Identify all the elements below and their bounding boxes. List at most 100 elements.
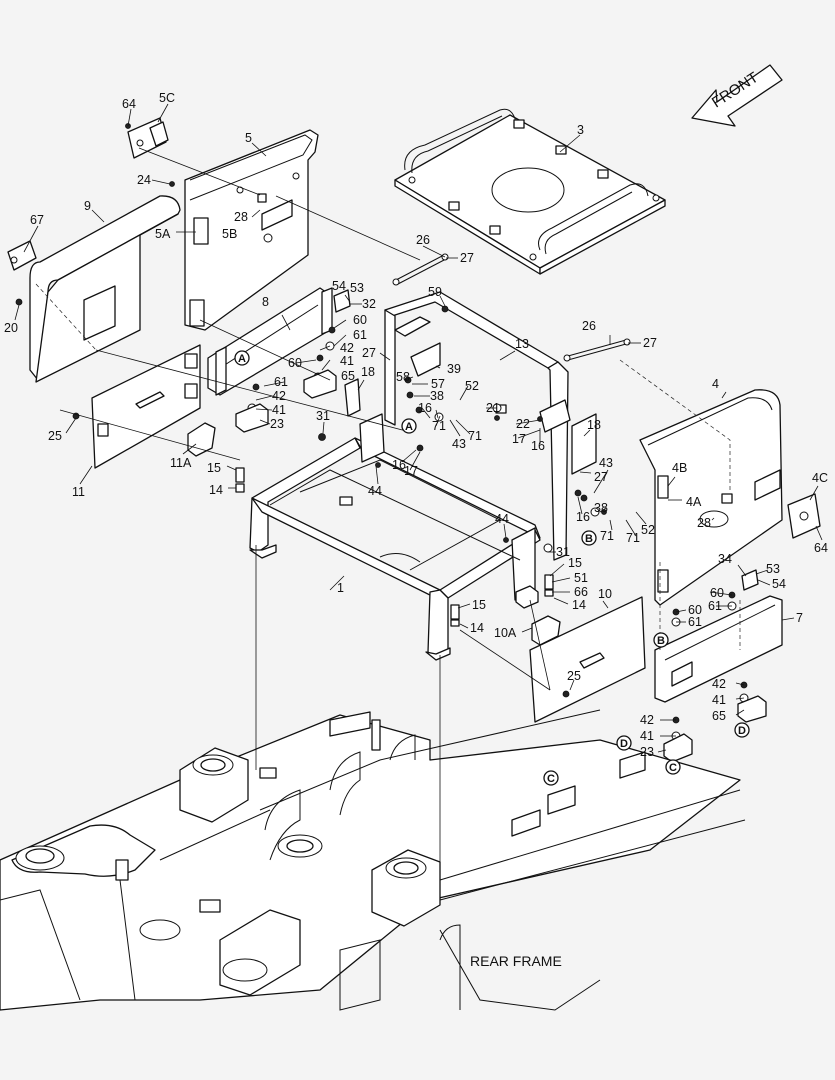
callout-label: 51 [574,571,588,585]
callout-label: 44 [368,484,382,498]
side-panel-5 [184,129,319,331]
callout-label: 5 [245,131,252,145]
callout-label: 71 [600,529,614,543]
panel-11 [91,344,201,469]
callout-label: 9 [84,199,91,213]
svg-text:C: C [669,762,677,774]
callout-label: 67 [30,213,44,227]
callout-label: 43 [452,437,466,451]
svg-text:A: A [405,421,413,433]
callout-label: 34 [718,552,732,566]
callout-label: 11A [170,456,192,470]
callout-label: 16 [576,510,590,524]
callout-label: 7 [796,611,803,625]
callout-label: 14 [209,483,223,497]
callout-label: 17 [512,432,526,446]
callout-label: 41 [640,729,654,743]
callout-label: 16 [531,439,545,453]
callout-label: 28 [697,516,711,530]
callout-label: 13 [515,337,529,351]
callout-label: 64 [814,541,828,555]
callout-label: 31 [316,409,330,423]
rear-frame [0,709,746,1011]
callout-label: 27 [362,346,376,360]
callout-label: 18 [361,365,375,379]
callout-label: 71 [468,429,482,443]
fasteners [15,181,767,763]
callout-label: 64 [122,97,136,111]
callout-label: 60 [710,586,724,600]
callout-label: 41 [712,693,726,707]
callout-label: 54 [332,279,346,293]
svg-text:B: B [585,533,593,545]
callout-label: 14 [572,598,586,612]
callout-label: 23 [640,745,654,759]
callout-label: 27 [594,470,608,484]
callout-leaders [14,103,823,753]
callout-label: 18 [587,418,601,432]
callout-label: 42 [272,389,286,403]
callout-label: 44 [495,512,509,526]
callout-label: 59 [428,285,442,299]
callout-label: 1 [337,581,344,595]
callout-label: 25 [567,669,581,683]
bracket-5c [125,117,169,159]
callout-label: 20 [4,321,18,335]
callout-label: 4C [812,471,828,485]
callout-label: 61 [688,615,702,629]
callout-label: 21 [486,401,500,415]
callout-label: 25 [48,429,62,443]
callout-label: 52 [641,523,655,537]
callout-label: 58 [396,370,410,384]
callout-label: 42 [640,713,654,727]
top-plate-3 [394,108,666,275]
callout-label: 27 [643,336,657,350]
callout-label: 3 [577,123,584,137]
callout-label: 41 [340,354,354,368]
ref-marker-b: B [581,530,597,546]
callout-label: 61 [353,328,367,342]
rear-frame-label: REAR FRAME [470,953,562,969]
callout-label: 15 [207,461,221,475]
callout-label: 52 [465,379,479,393]
latch-4c [787,493,821,539]
ref-marker-d: D [734,722,750,738]
callout-label: 17 [404,464,418,478]
callout-label: 32 [362,297,376,311]
side-panel-4 [639,389,783,606]
svg-text:D: D [620,738,628,750]
svg-text:D: D [738,725,746,737]
main-frame-1 [249,437,541,661]
callout-label: 10A [494,626,517,640]
callout-label: 61 [274,375,288,389]
callout-label: 5B [222,227,237,241]
callout-label: 4A [686,495,702,509]
callout-label: 60 [688,603,702,617]
svg-text:A: A [238,353,246,365]
ref-marker-c: C [665,759,681,775]
callout-label: 42 [712,677,726,691]
svg-text:C: C [547,773,555,785]
front-arrow: FRONT [691,64,783,127]
svg-text:B: B [657,635,665,647]
callout-label: 16 [418,401,432,415]
callout-label: 54 [772,577,786,591]
callout-label: 66 [574,585,588,599]
gas-struts-26 [392,253,631,362]
callout-label: 4 [712,377,719,391]
callout-label: 31 [556,545,570,559]
callout-label: 38 [594,501,608,515]
callout-label: 61 [708,599,722,613]
callout-label: 65 [341,369,355,383]
callout-labels: 64 5C 5 3 24 9 67 28 5A 5B 26 27 54 53 3… [4,91,828,759]
callout-label: 38 [430,389,444,403]
callout-label: 14 [470,621,484,635]
callout-label: 65 [712,709,726,723]
callout-label: 53 [766,562,780,576]
bracket-7 [654,595,783,703]
ref-marker-b: B [653,632,669,648]
callout-label: 8 [262,295,269,309]
callout-label: 26 [582,319,596,333]
callout-label: 41 [272,403,286,417]
